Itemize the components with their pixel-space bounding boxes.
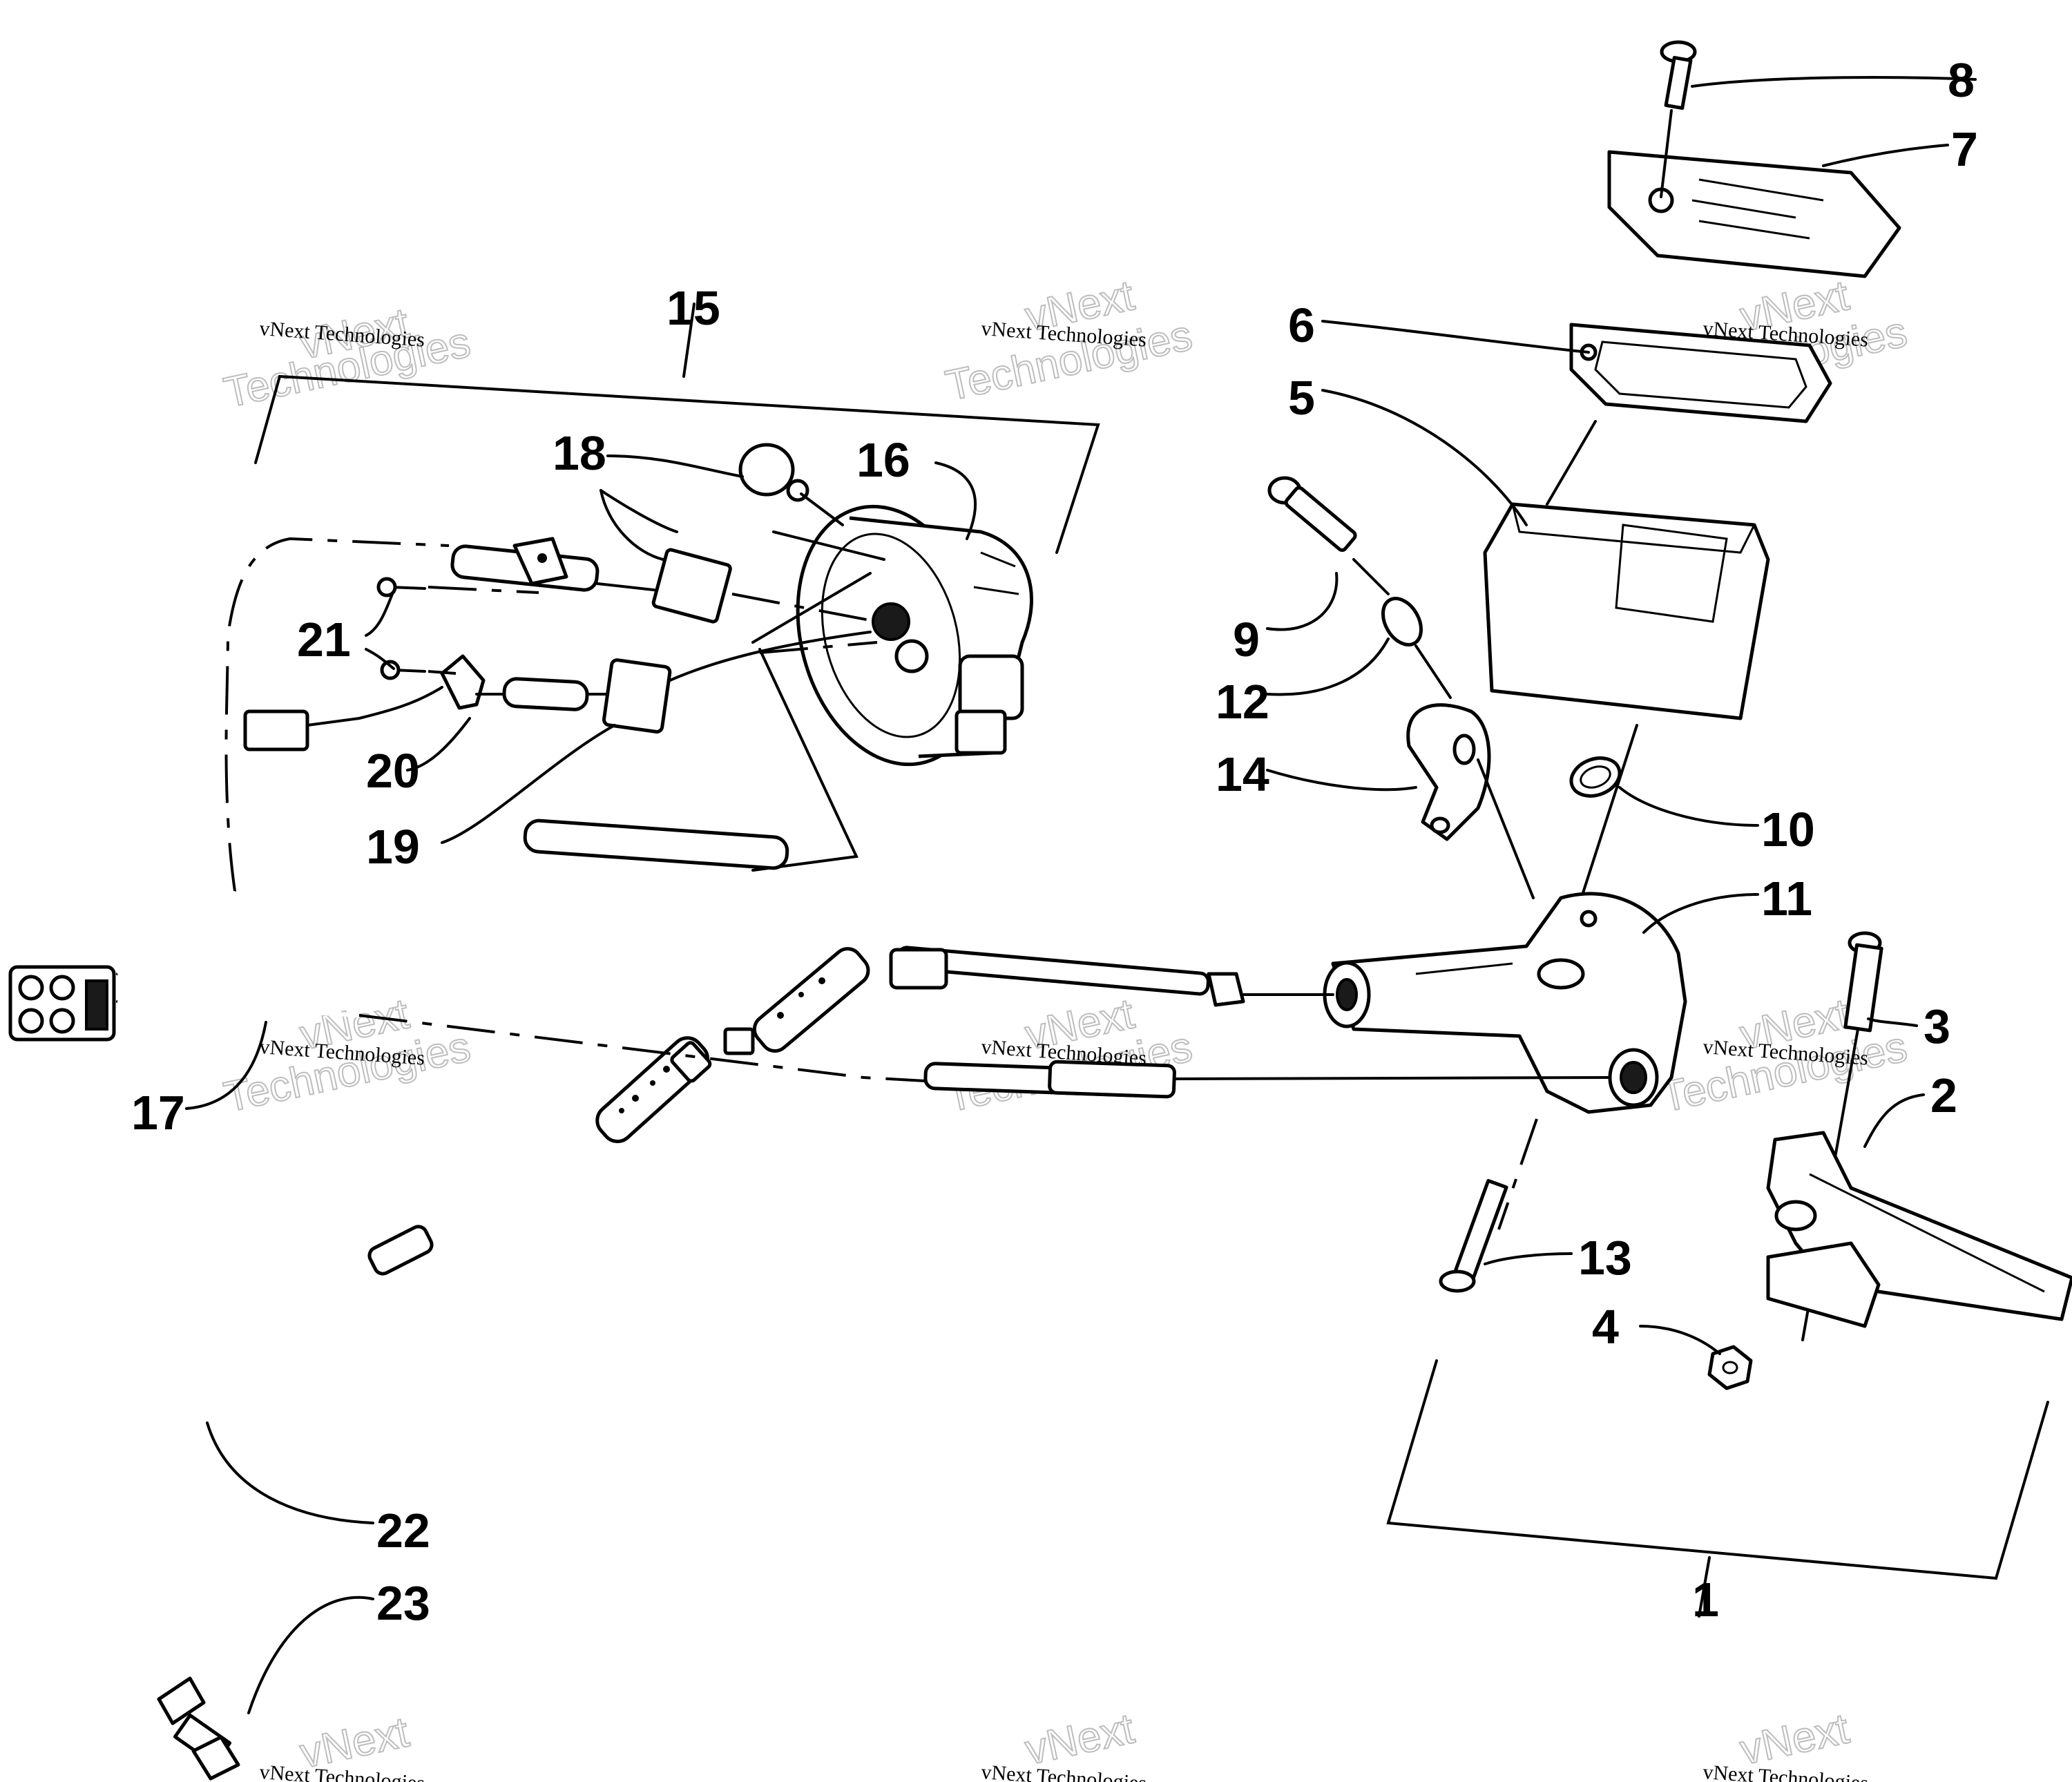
wiring-harness [116, 537, 926, 1082]
callout-2: 2 [1930, 1069, 1957, 1122]
watermark-8: vNext vNext Technologies [981, 1704, 1148, 1782]
callout-14: 14 [1216, 747, 1269, 801]
reservoir-cover-7 [1607, 150, 1901, 278]
watermark-7: vNext vNext Technologies [259, 1707, 426, 1782]
watermark-9: vNext vNext Technologies [1702, 1704, 1870, 1782]
switch-lower-19-20 [243, 631, 878, 872]
callout-1: 1 [1692, 1573, 1719, 1627]
callout-22: 22 [376, 1504, 430, 1558]
callout-20: 20 [366, 744, 420, 798]
screw-9 [1267, 476, 1390, 595]
callout-4: 4 [1592, 1300, 1619, 1354]
callout-15: 15 [666, 281, 720, 335]
callout-11: 11 [1761, 872, 1812, 926]
callout-12: 12 [1216, 675, 1269, 729]
brake-switch-line [923, 1060, 1611, 1099]
o-ring-10 [1569, 756, 1622, 798]
callout-8: 8 [1948, 53, 1975, 107]
group-bracket-15 [254, 374, 1100, 554]
screws-21 [376, 577, 539, 680]
switch-housing [796, 504, 1033, 767]
group-bracket-1 [1386, 1359, 2049, 1580]
callout-21: 21 [297, 613, 351, 667]
watermark-2: vNext Technologies vNext Technologies [941, 271, 1197, 410]
master-cylinder-11 [1323, 892, 1687, 1114]
multi-pin-connector [8, 965, 116, 1042]
callout-13: 13 [1578, 1231, 1632, 1285]
callout-9: 9 [1233, 613, 1260, 667]
washer-12 [1381, 597, 1452, 699]
switch-upper [450, 537, 878, 624]
switch-knob-18 [738, 443, 844, 526]
callout-5: 5 [1288, 371, 1315, 425]
callout-23: 23 [376, 1576, 430, 1630]
screw-8 [1660, 40, 1697, 198]
diaphragm-6 [1569, 323, 1832, 423]
callout-19: 19 [366, 820, 420, 874]
callout-10: 10 [1761, 803, 1815, 856]
watermark-1: vNext Technologies vNext Technologies [220, 298, 475, 417]
screw-13 [1439, 1118, 1538, 1293]
callout-labels: 1 2 3 4 5 6 7 8 9 10 11 12 13 14 15 16 1… [131, 53, 1978, 1630]
pushrod-assembly [723, 946, 1334, 1055]
tube-piece [523, 818, 789, 870]
watermark-5: vNext Technologies vNext Technologies [941, 989, 1197, 1122]
cable-end-fitting-23 [157, 1676, 240, 1781]
callout-18: 18 [553, 426, 606, 480]
callout-16: 16 [856, 433, 910, 487]
callout-7: 7 [1951, 122, 1978, 176]
clamp-14 [1406, 703, 1535, 899]
callout-17: 17 [131, 1086, 185, 1140]
callout-3: 3 [1924, 999, 1950, 1053]
svg-text:vNext: vNext [1021, 1705, 1138, 1774]
nut-4 [1707, 1345, 1753, 1390]
leader-lines [185, 76, 1977, 1714]
callout-6: 6 [1288, 298, 1315, 352]
throttle-cable [131, 1036, 712, 1687]
lever-2 [1766, 1131, 2072, 1328]
